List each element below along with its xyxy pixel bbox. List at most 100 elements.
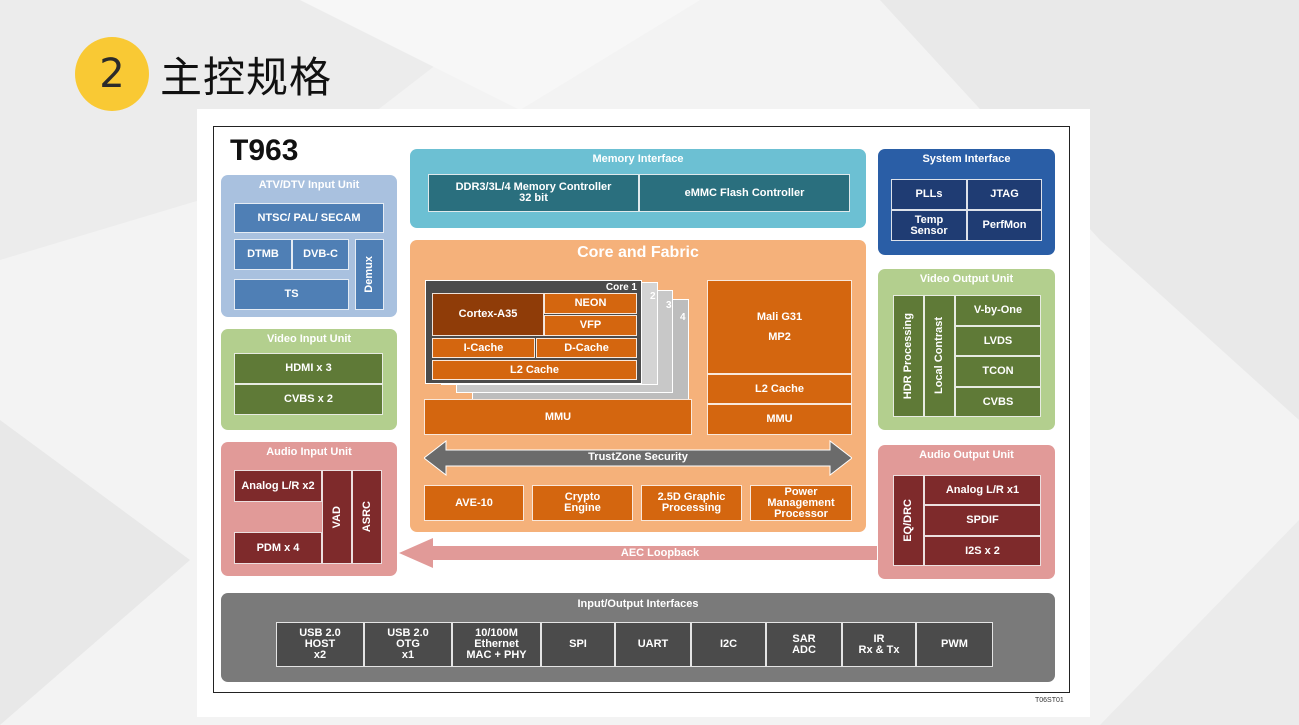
dtmb-block: DTMB [234, 239, 292, 270]
neon-block: NEON [544, 293, 637, 314]
processing-label: Processing [661, 502, 722, 514]
io-label-1-2: x1 [401, 649, 415, 661]
system-interface-unit: System Interface PLLs JTAG Temp Sensor P… [878, 149, 1055, 255]
hdmi-block: HDMI x 3 [234, 353, 383, 384]
video-input-title: Video Input Unit [266, 333, 352, 345]
cpu-l2-cache-block: L2 Cache [432, 360, 637, 380]
ddr-bits-label: 32 bit [519, 192, 548, 204]
io-label-6-1: ADC [792, 643, 816, 656]
mali-gpu-block: Mali G31 MP2 [707, 280, 852, 374]
core-1-label: Core 1 [605, 282, 637, 293]
plls-block: PLLs [891, 179, 967, 210]
trustzone-arrow [424, 440, 852, 476]
io-block-pwm-8: PWM [916, 622, 993, 667]
tcon-block: TCON [955, 356, 1041, 387]
section-number-badge: 2 [75, 37, 149, 111]
vbyone-block: V-by-One [955, 295, 1041, 326]
graphic-processing-block: 2.5D Graphic Processing [641, 485, 742, 521]
mali-label: Mali G31 [756, 311, 803, 323]
spdif-block: SPDIF [924, 505, 1041, 536]
power-management-block: Power Management Processor [750, 485, 852, 521]
audio-input-unit: Audio Input Unit Analog L/R x2 PDM x 4 V… [221, 442, 397, 576]
memory-interface-unit: Memory Interface DDR3/3L/4 Memory Contro… [410, 149, 866, 228]
io-block-uart-4: UART [615, 622, 691, 667]
local-contrast-block: Local Contrast [924, 295, 955, 417]
pdm-block: PDM x 4 [234, 532, 322, 564]
core-4-number: 4 [680, 312, 686, 323]
memory-interface-title: Memory Interface [592, 153, 684, 165]
core-and-fabric-unit: Core and Fabric 4 3 2 Core 1 Cortex-A35 … [410, 240, 866, 532]
icache-block: I-Cache [432, 338, 535, 358]
io-label-0-1: HOST [304, 638, 336, 650]
dcache-block: D-Cache [536, 338, 637, 358]
i2s-block: I2S x 2 [924, 536, 1041, 566]
hdr-processing-block: HDR Processing [893, 295, 924, 417]
chip-name: T963 [230, 134, 299, 167]
io-label-1-0: USB 2.0 [387, 627, 429, 639]
core-and-fabric-title: Core and Fabric [577, 244, 699, 261]
crypto-engine-block: Crypto Engine [532, 485, 633, 521]
audio-output-title: Audio Output Unit [919, 449, 1014, 461]
video-output-unit: Video Output Unit HDR Processing Local C… [878, 269, 1055, 430]
eq-drc-block: EQ/DRC [893, 475, 924, 566]
gpu-mmu-block: MMU [707, 404, 852, 435]
io-block-spi-3: SPI [541, 622, 615, 667]
io-label-6-0: SAR [792, 632, 816, 645]
cvbs-output-block: CVBS [955, 387, 1041, 417]
dvbc-block: DVB-C [292, 239, 349, 270]
graphic-label: 2.5D Graphic [657, 491, 726, 503]
atv-dtv-input-unit: ATV/DTV Input Unit NTSC/ PAL/ SECAM DTMB… [221, 175, 397, 317]
atv-dtv-title: ATV/DTV Input Unit [258, 179, 360, 191]
analog-lr-output-block: Analog L/R x1 [924, 475, 1041, 505]
io-label-1-1: OTG [396, 638, 420, 650]
analog-lr-input-block: Analog L/R x2 [234, 470, 322, 502]
io-label-8-0: PWM [941, 638, 968, 650]
management-label: Management [767, 496, 835, 509]
io-label-2-2: MAC + PHY [466, 649, 527, 661]
crypto-label: Crypto [564, 491, 601, 503]
video-input-unit: Video Input Unit HDMI x 3 CVBS x 2 [221, 329, 397, 430]
core-2-number: 2 [650, 291, 656, 302]
ave-10-block: AVE-10 [424, 485, 524, 521]
temp-sensor-block: Temp Sensor [891, 210, 967, 241]
cortex-a35-block: Cortex-A35 [432, 293, 544, 336]
vad-block: VAD [322, 470, 352, 564]
vad-label: VAD [330, 505, 343, 529]
io-label-7-1: Rx & Tx [858, 643, 900, 656]
core-3-number: 3 [666, 300, 672, 311]
sensor-label: Sensor [910, 224, 948, 237]
aec-loopback-arrow [399, 538, 877, 568]
page-title: 主控规格 [160, 53, 333, 102]
asrc-label: ASRC [360, 501, 373, 533]
perfmon-block: PerfMon [967, 210, 1042, 241]
gpu-l2-cache-block: L2 Cache [707, 374, 852, 404]
diagram-code: T06ST01 [1035, 697, 1064, 704]
engine-label: Engine [564, 502, 601, 514]
ntsc-pal-secam-block: NTSC/ PAL/ SECAM [234, 203, 384, 233]
io-block-i2c-5: I2C [691, 622, 766, 667]
audio-output-unit: Audio Output Unit EQ/DRC Analog L/R x1 S… [878, 445, 1055, 579]
io-label-2-0: 10/100M [475, 627, 518, 639]
io-label-4-0: UART [637, 638, 669, 650]
mp2-label: MP2 [768, 331, 791, 343]
local-contrast-label: Local Contrast [933, 317, 945, 395]
cpu-mmu-block: MMU [424, 399, 692, 435]
vfp-block: VFP [544, 315, 637, 336]
jtag-block: JTAG [967, 179, 1042, 210]
io-label-7-0: IR [873, 632, 885, 645]
cvbs-input-block: CVBS x 2 [234, 384, 383, 415]
io-interfaces-title: Input/Output Interfaces [577, 598, 699, 610]
lvds-block: LVDS [955, 326, 1041, 356]
io-label-0-2: x2 [313, 649, 327, 661]
emmc-flash-controller: eMMC Flash Controller [639, 174, 850, 212]
io-label-5-0: I2C [719, 638, 738, 650]
ddr-label: DDR3/3L/4 Memory Controller [455, 181, 612, 193]
ts-block: TS [234, 279, 349, 310]
